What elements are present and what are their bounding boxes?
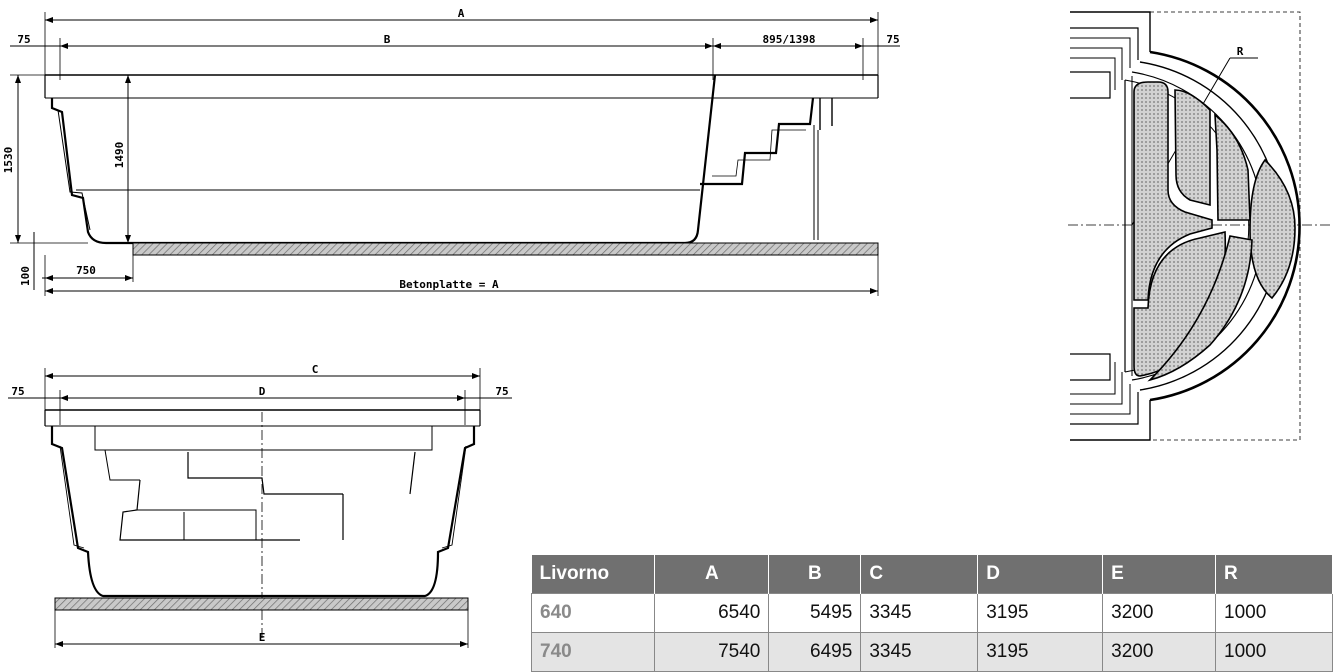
col-header-d: D	[977, 555, 1104, 594]
cell-d: 3195	[977, 632, 1104, 672]
spec-table: Livorno A B C D E R 640 6540 5495 3345 3…	[530, 555, 1333, 672]
dim-label-end-right-flange: 75	[495, 385, 508, 398]
cell-a: 7540	[654, 632, 770, 672]
dim-label-total-height: 1530	[2, 147, 15, 174]
cell-c: 3345	[860, 632, 979, 672]
dim-label-inner-depth: 1490	[113, 142, 126, 169]
dim-label-c: C	[312, 363, 319, 376]
table-row: 740 7540 6495 3345 3195 3200 1000	[530, 632, 1333, 672]
cell-b: 5495	[768, 593, 862, 633]
col-header-c: C	[860, 555, 979, 594]
dim-label-slab-thickness: 100	[19, 266, 32, 286]
col-header-b: B	[768, 555, 862, 594]
dim-label-e: E	[259, 631, 266, 644]
cell-r: 1000	[1215, 632, 1333, 672]
cell-e: 3200	[1102, 593, 1217, 633]
dim-label-end-left-flange: 75	[11, 385, 24, 398]
side-view	[10, 12, 900, 296]
technical-drawing: A B 895/1398 75 75 1530 1490 100 750 Bet…	[2, 7, 1333, 648]
cell-b: 6495	[768, 632, 862, 672]
dim-label-r: R	[1237, 45, 1244, 58]
dim-label-step: 895/1398	[763, 33, 816, 46]
cell-model: 640	[530, 593, 656, 633]
plan-seats	[1133, 81, 1296, 382]
table-header-row: Livorno A B C D E R	[531, 555, 1333, 594]
cell-model: 740	[530, 632, 656, 672]
dimension-arrows-end	[45, 373, 480, 647]
concrete-slab-side	[132, 242, 879, 256]
dim-label-left-flange: 75	[17, 33, 30, 46]
dim-label-d: D	[259, 385, 266, 398]
cell-a: 6540	[654, 593, 770, 633]
table-row: 640 6540 5495 3345 3195 3200 1000	[530, 593, 1333, 633]
slab-label: Betonplatte = A	[399, 278, 499, 291]
dim-label-a: A	[458, 7, 465, 20]
cell-c: 3345	[860, 593, 979, 633]
dim-label-right-flange: 75	[886, 33, 899, 46]
col-header-e: E	[1102, 555, 1217, 594]
col-header-a: A	[654, 555, 770, 594]
col-header-model: Livorno	[531, 555, 656, 594]
dim-label-b: B	[384, 33, 391, 46]
cell-d: 3195	[977, 593, 1104, 633]
dim-label-floor-offset: 750	[76, 264, 96, 277]
cell-e: 3200	[1102, 632, 1217, 672]
dimension-arrows-side	[15, 17, 878, 294]
end-view	[8, 368, 512, 648]
cell-r: 1000	[1215, 593, 1333, 633]
col-header-r: R	[1215, 555, 1333, 594]
concrete-slab-end	[54, 597, 469, 611]
